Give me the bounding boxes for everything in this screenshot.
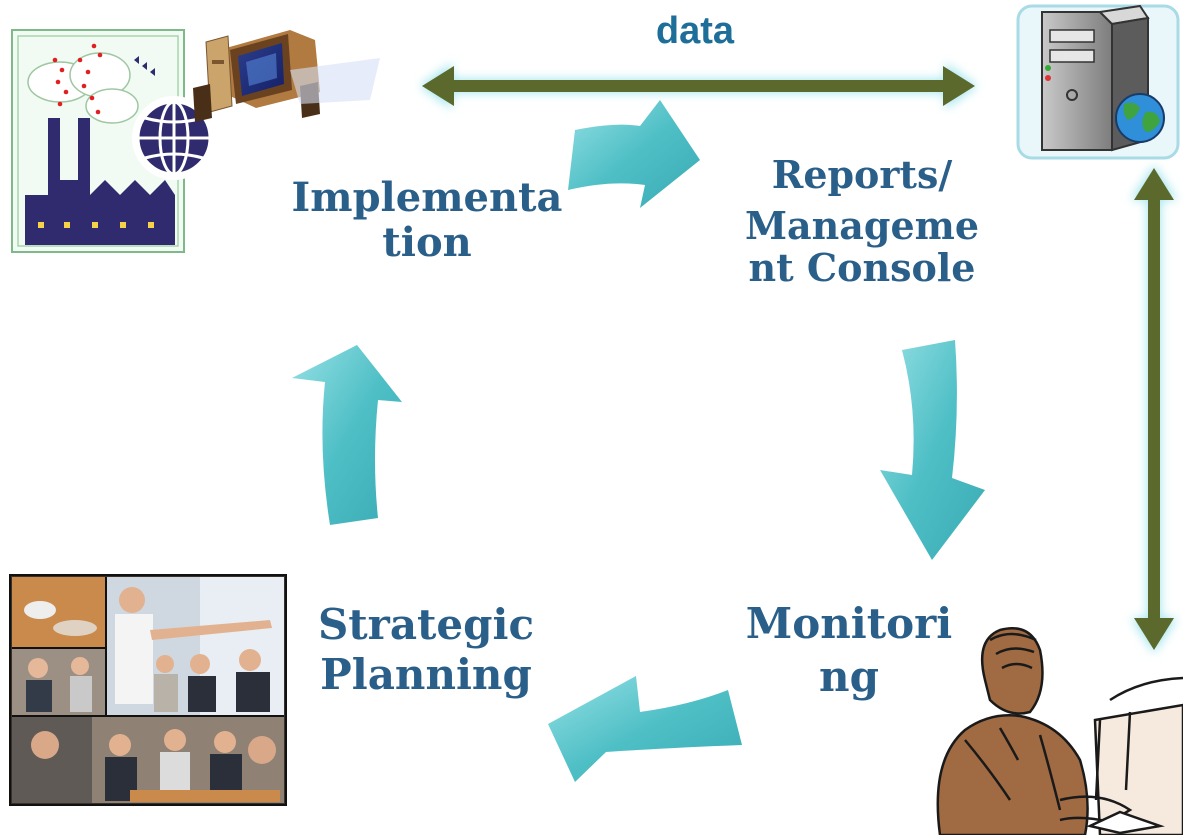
- step-monitoring-line-1: Monitori: [745, 599, 953, 648]
- horizontal-data-arrow: [420, 63, 977, 109]
- step-reports-line-1: Reports/: [771, 152, 953, 197]
- step-reports-console-label: Reports/ Manageme nt Console: [712, 146, 1012, 288]
- cycle-arrow-right: [880, 340, 985, 560]
- cycle-arrow-top: [568, 100, 700, 208]
- step-strategic-line-2: Planning: [320, 650, 532, 700]
- step-implementation-label: Implementa tion: [262, 174, 592, 266]
- cycle-arrow-left: [292, 345, 402, 525]
- step-monitoring-label: Monitori ng: [724, 598, 974, 703]
- cycle-arrow-bottom: [548, 676, 742, 782]
- step-implementation-line-2: tion: [382, 218, 472, 266]
- step-monitoring-line-2: ng: [819, 651, 879, 701]
- step-strategic-line-1: Strategic: [317, 600, 535, 649]
- server-tower-globe-illustration: [1016, 4, 1180, 160]
- step-strategic-planning-label: Strategic Planning: [296, 600, 556, 701]
- step-reports-line-3: nt Console: [748, 244, 976, 290]
- step-implementation-line-1: Implementa: [291, 174, 563, 221]
- man-at-computer-illustration: [936, 627, 1183, 835]
- factory-computer-globe-illustration: [11, 29, 380, 253]
- data-connector-label: data: [655, 10, 735, 52]
- business-meeting-photo-collage: [9, 574, 287, 806]
- vertical-data-arrow: [1131, 165, 1177, 653]
- step-reports-line-2: Manageme: [744, 202, 980, 248]
